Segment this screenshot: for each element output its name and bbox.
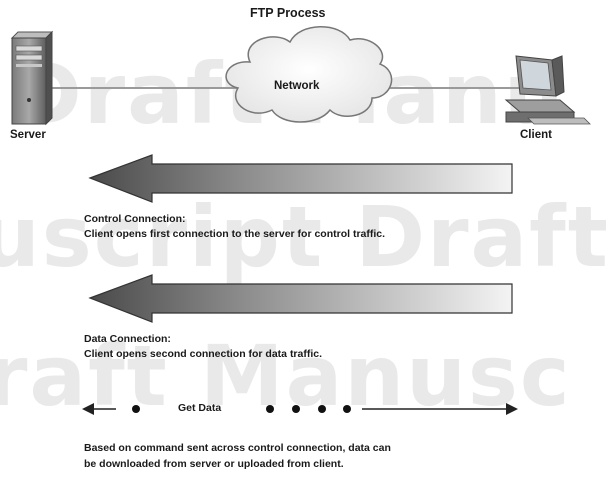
footer-line-2: be downloaded from server or uploaded fr… [84,458,344,470]
control-connection-description: Client opens first connection to the ser… [84,228,386,240]
data-connection-arrow [88,274,513,323]
data-dot [292,405,300,413]
data-dot [343,405,351,413]
data-dot [266,405,274,413]
server-label: Server [10,129,46,141]
control-connection-heading: Control Connection: [84,213,186,225]
client-computer-icon [504,55,591,125]
network-label: Network [274,80,320,92]
get-data-label: Get Data [178,402,222,414]
client-label: Client [520,129,552,141]
server-icon [10,30,54,126]
watermark-line-2: uscript Draft [0,188,610,286]
get-data-arrow [82,403,518,415]
data-connection-heading: Data Connection: [84,333,171,345]
data-dot [318,405,326,413]
data-connection-description: Client opens second connection for data … [84,348,323,360]
diagram-title: FTP Process [250,6,326,20]
watermark-line-3: raft Manusc [0,327,572,425]
network-cloud-icon [225,26,393,123]
footer-line-1: Based on command sent across control con… [84,442,391,454]
data-dot [132,405,140,413]
control-connection-arrow [88,154,513,203]
